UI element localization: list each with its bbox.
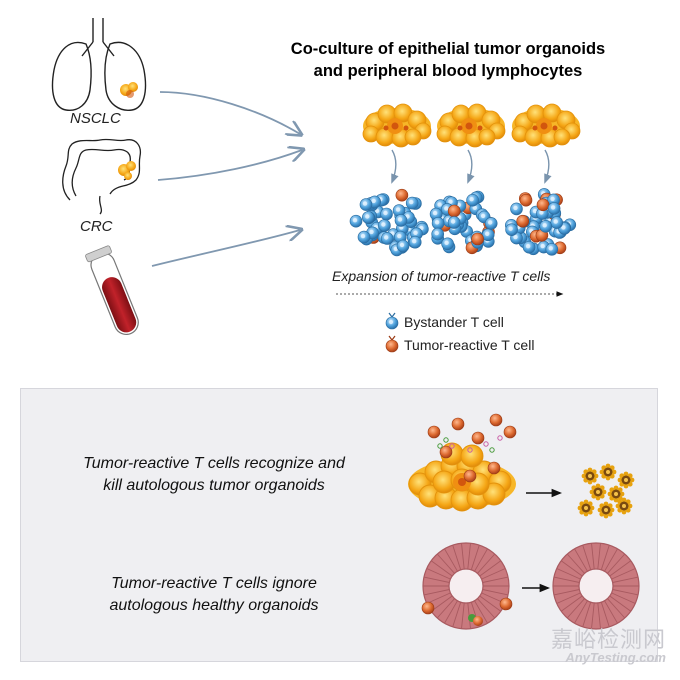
bystander-tcell (396, 239, 410, 253)
statement-ignore: Tumor-reactive T cells ignore autologous… (29, 573, 399, 617)
arrow-crc (157, 150, 302, 181)
title-line-2: and peripheral blood lymphocytes (313, 62, 583, 80)
legend-tumor-reactive-icon (385, 335, 399, 353)
bystander-tcell (377, 219, 391, 232)
colon-tumor-icon (118, 161, 136, 180)
tcell-clusters (349, 187, 577, 257)
watermark-cn: 嘉峪检测网 (550, 628, 666, 653)
tumor-organoid-3 (511, 103, 581, 148)
page-title: Co-culture of epithelial tumor organoids… (238, 38, 658, 82)
bystander-tcell (431, 227, 445, 241)
arrow-down-3 (544, 149, 552, 184)
tumor-reactive-tcell (395, 188, 409, 202)
bystander-tcell (357, 230, 371, 244)
tumor-organoid-1 (362, 103, 432, 148)
statement-kill: Tumor-reactive T cells recognize and kil… (29, 453, 399, 497)
blood-tube-icon (85, 245, 139, 335)
tumor-reactive-tcell (536, 198, 550, 212)
bystander-tcell (522, 240, 536, 254)
tumor-reactive-tcell (516, 214, 530, 228)
crc-label: CRC (80, 218, 113, 235)
tumor-reactive-tcell (519, 193, 533, 207)
nsclc-label: NSCLC (70, 110, 121, 127)
legend-bystander-icon (385, 312, 399, 330)
bystander-tcell (405, 196, 419, 210)
expansion-label: Expansion of tumor-reactive T cells (332, 268, 551, 284)
statement-kill-line-1: Tumor-reactive T cells recognize and (83, 455, 345, 472)
arrow-down-1 (391, 149, 399, 184)
lungs-icon (51, 18, 147, 111)
arrow-blood (151, 230, 300, 267)
tumor-reactive-tcell (471, 232, 484, 246)
bystander-tcell (349, 214, 363, 228)
bystander-tcell (361, 211, 375, 224)
bystander-tcell (545, 242, 559, 256)
bystander-tcell (547, 201, 561, 215)
watermark-en: AnyTesting.com (565, 650, 666, 665)
bystander-tcell (380, 232, 394, 245)
bystander-tcell (431, 216, 445, 230)
outcome-panel: Tumor-reactive T cells recognize and kil… (20, 388, 658, 662)
statement-kill-line-2: kill autologous tumor organoids (103, 477, 325, 494)
statement-ignore-line-2: autologous healthy organoids (109, 597, 319, 614)
bystander-tcell (408, 235, 422, 249)
bystander-tcell (550, 216, 564, 230)
arrow-nsclc (159, 91, 300, 134)
bystander-tcell (505, 223, 519, 237)
bystander-tcell (466, 193, 480, 207)
title-line-1: Co-culture of epithelial tumor organoids (290, 40, 606, 58)
bystander-tcell (484, 216, 498, 230)
bystander-tcell (380, 207, 393, 221)
bystander-tcell (539, 219, 553, 233)
bystander-tcell (447, 216, 461, 229)
bystander-tcell (359, 198, 373, 212)
arrow-down-2 (467, 149, 475, 184)
legend-bystander-label: Bystander T cell (404, 314, 504, 330)
statement-ignore-line-1: Tumor-reactive T cells ignore (111, 575, 317, 592)
legend-tumor-reactive-label: Tumor-reactive T cell (404, 337, 535, 353)
bystander-tcell (510, 202, 523, 216)
bystander-tcell (441, 237, 455, 251)
lung-tumor-icon (120, 82, 138, 98)
tumor-reactive-tcell (447, 204, 461, 218)
bystander-tcell (481, 228, 495, 242)
tumor-organoid-2 (436, 103, 506, 148)
bystander-tcell (394, 213, 408, 227)
